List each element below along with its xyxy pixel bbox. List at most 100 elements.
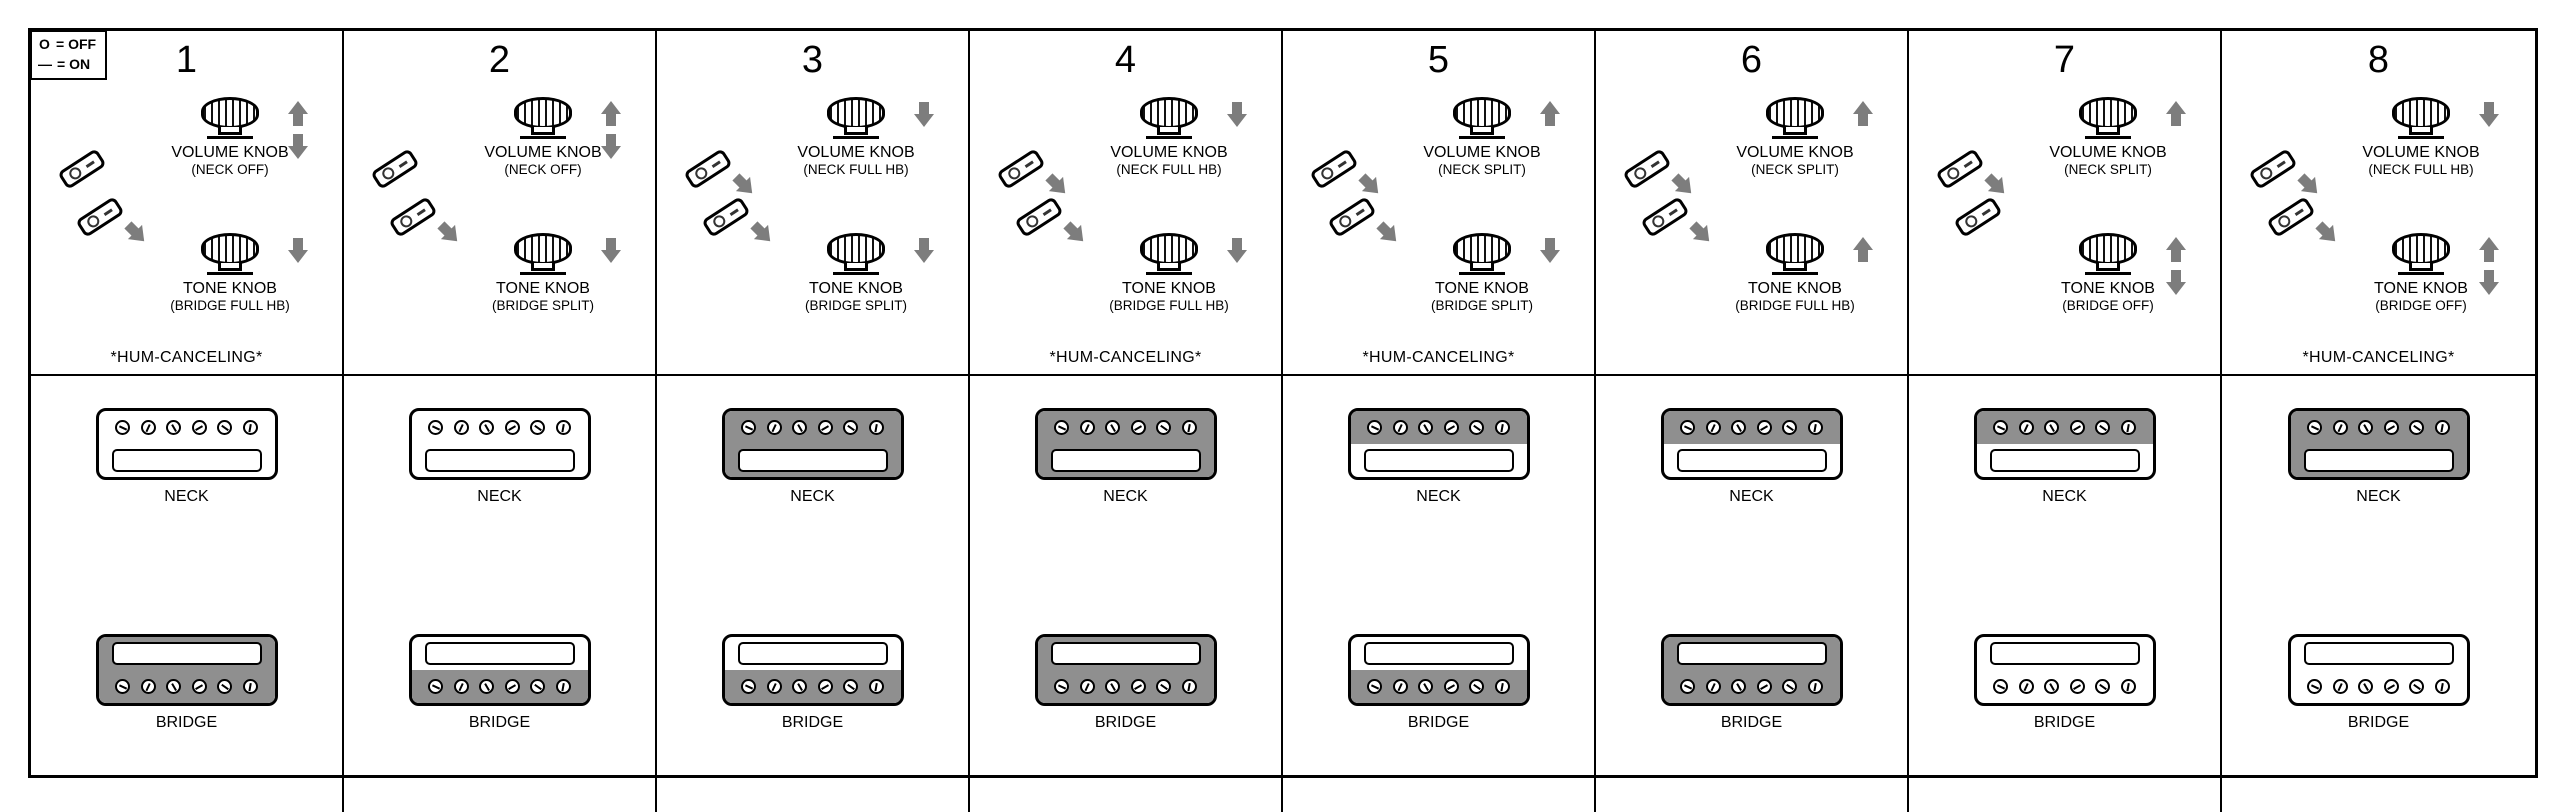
screw-pole-icon	[1993, 420, 2009, 435]
tone-knob-icon	[149, 233, 311, 275]
switch-body	[701, 196, 751, 238]
toggle-switch-icon	[1953, 196, 2003, 238]
tone-knob-icon	[2340, 233, 2502, 275]
volume-knob-label: VOLUME KNOB	[1423, 144, 1541, 161]
bridge-label: BRIDGE	[155, 714, 218, 731]
plain-coil-cover	[2303, 449, 2454, 472]
preset-column: 1	[31, 31, 344, 812]
preset-pickup-cell: NECK BRIDGE	[1283, 408, 1594, 812]
tone-knob-label: TONE KNOB	[1748, 280, 1842, 297]
knob-cap	[2079, 97, 2137, 129]
screw-pole-icon	[2383, 679, 2399, 694]
bridge-pickup	[1034, 634, 1217, 706]
switch-flip-arrow-icon	[432, 216, 465, 249]
screw-pole-icon	[1782, 420, 1798, 435]
knob-stem	[218, 127, 242, 135]
screw-pole-icon	[868, 679, 884, 694]
arrow-down-icon	[2166, 269, 2186, 295]
toggle-switch-icon	[1309, 148, 1359, 190]
switch-flip-arrow-icon	[1979, 168, 2012, 201]
knob-cap	[827, 97, 885, 129]
legend-off-text: = OFF	[56, 36, 97, 52]
arrow-up-icon	[1540, 101, 1560, 127]
volume-knob-block: VOLUME KNOB (NECK OFF)	[149, 97, 311, 177]
screw-pole-icon	[1782, 679, 1798, 694]
switch-body	[1640, 196, 1690, 238]
toggle-switch-icon	[388, 196, 438, 238]
plain-coil-cover	[424, 642, 575, 665]
knob-base	[1459, 136, 1505, 139]
screw-pole-icon	[817, 420, 833, 435]
knob-base	[2085, 136, 2131, 139]
screw-pole-icon	[1181, 679, 1197, 694]
neck-screw-coil	[1350, 411, 1527, 444]
screw-pole-icon	[217, 679, 233, 694]
screw-pole-icon	[1418, 679, 1434, 694]
toggle-switch-icon	[57, 148, 107, 190]
screw-pole-icon	[1993, 679, 2009, 694]
screw-pole-icon	[792, 679, 808, 694]
neck-plain-coil	[1037, 444, 1214, 477]
screw-pole-icon	[530, 679, 546, 694]
switch-body	[1309, 148, 1359, 190]
bridge-screw-coil	[2291, 670, 2467, 703]
volume-knob-block: VOLUME KNOB (NECK SPLIT)	[1714, 97, 1876, 177]
switch-off-mark-icon	[1945, 164, 1962, 182]
bridge-label: BRIDGE	[1720, 714, 1783, 731]
neck-pickup	[95, 408, 278, 480]
switch-flip-arrow-icon	[727, 168, 760, 201]
tone-knob-arrow-icon	[1227, 237, 1247, 263]
arrow-down-icon	[601, 133, 621, 159]
arrow-down-icon	[1227, 237, 1247, 263]
knob-cap	[514, 97, 572, 129]
knob-stem	[2096, 263, 2120, 271]
bridge-screw-coil	[1977, 670, 2153, 703]
neck-screw-coil	[412, 411, 588, 444]
switch-on-mark-icon	[398, 160, 408, 168]
tone-knob-arrow-icon	[2479, 237, 2499, 295]
plain-coil-cover	[1050, 449, 1201, 472]
arrow-up-icon	[2166, 237, 2186, 263]
knob-stem	[531, 263, 555, 271]
volume-knob-label: VOLUME KNOB	[1110, 144, 1228, 161]
screw-pole-icon	[1469, 420, 1485, 435]
knob-base	[2085, 272, 2131, 275]
neck-plain-coil	[1664, 444, 1840, 477]
screw-pole-icon	[843, 420, 859, 435]
preset-top-cell: 6	[1596, 39, 1907, 376]
switch-flip-arrow-icon	[1371, 216, 1404, 249]
switch-body	[2266, 196, 2316, 238]
screw-pole-icon	[1807, 679, 1823, 694]
plain-coil-cover	[2303, 642, 2454, 665]
switch-on-mark-icon	[1668, 208, 1678, 216]
preset-pickup-cell: NECK BRIDGE	[1596, 408, 1907, 812]
switch-flip-arrow-icon	[1666, 168, 1699, 201]
bridge-label: BRIDGE	[781, 714, 844, 731]
preset-top-cell: 8	[2222, 39, 2535, 376]
preset-pickup-cell: NECK BRIDGE	[31, 408, 342, 812]
tone-knob-block: TONE KNOB (BRIDGE FULL HB)	[1088, 233, 1250, 313]
switch-body	[57, 148, 107, 190]
preset-number: 2	[488, 39, 511, 81]
screw-pole-icon	[1392, 420, 1408, 435]
switch-on-mark-icon	[2294, 208, 2304, 216]
plain-coil-cover	[1676, 449, 1827, 472]
volume-knob-block: VOLUME KNOB (NECK SPLIT)	[1401, 97, 1563, 177]
tone-knob-icon	[462, 233, 624, 275]
tone-knob-sub-label: (BRIDGE SPLIT)	[1430, 298, 1533, 313]
switch-body	[683, 148, 733, 190]
neck-label: NECK	[790, 488, 835, 505]
neck-pickup	[1034, 408, 1217, 480]
screw-pole-icon	[428, 420, 444, 435]
plain-coil-cover	[1989, 642, 2140, 665]
arrow-up-icon	[2166, 101, 2186, 127]
arrow-up-icon	[288, 101, 308, 127]
knob-cap	[2079, 233, 2137, 265]
volume-knob-arrow-icon	[2166, 101, 2186, 127]
knob-stem	[844, 263, 868, 271]
volume-knob-sub-label: (NECK FULL HB)	[1116, 162, 1222, 177]
volume-knob-label: VOLUME KNOB	[484, 144, 602, 161]
neck-label: NECK	[164, 488, 209, 505]
bridge-pickup	[1660, 634, 1843, 706]
screw-pole-icon	[1756, 420, 1772, 435]
